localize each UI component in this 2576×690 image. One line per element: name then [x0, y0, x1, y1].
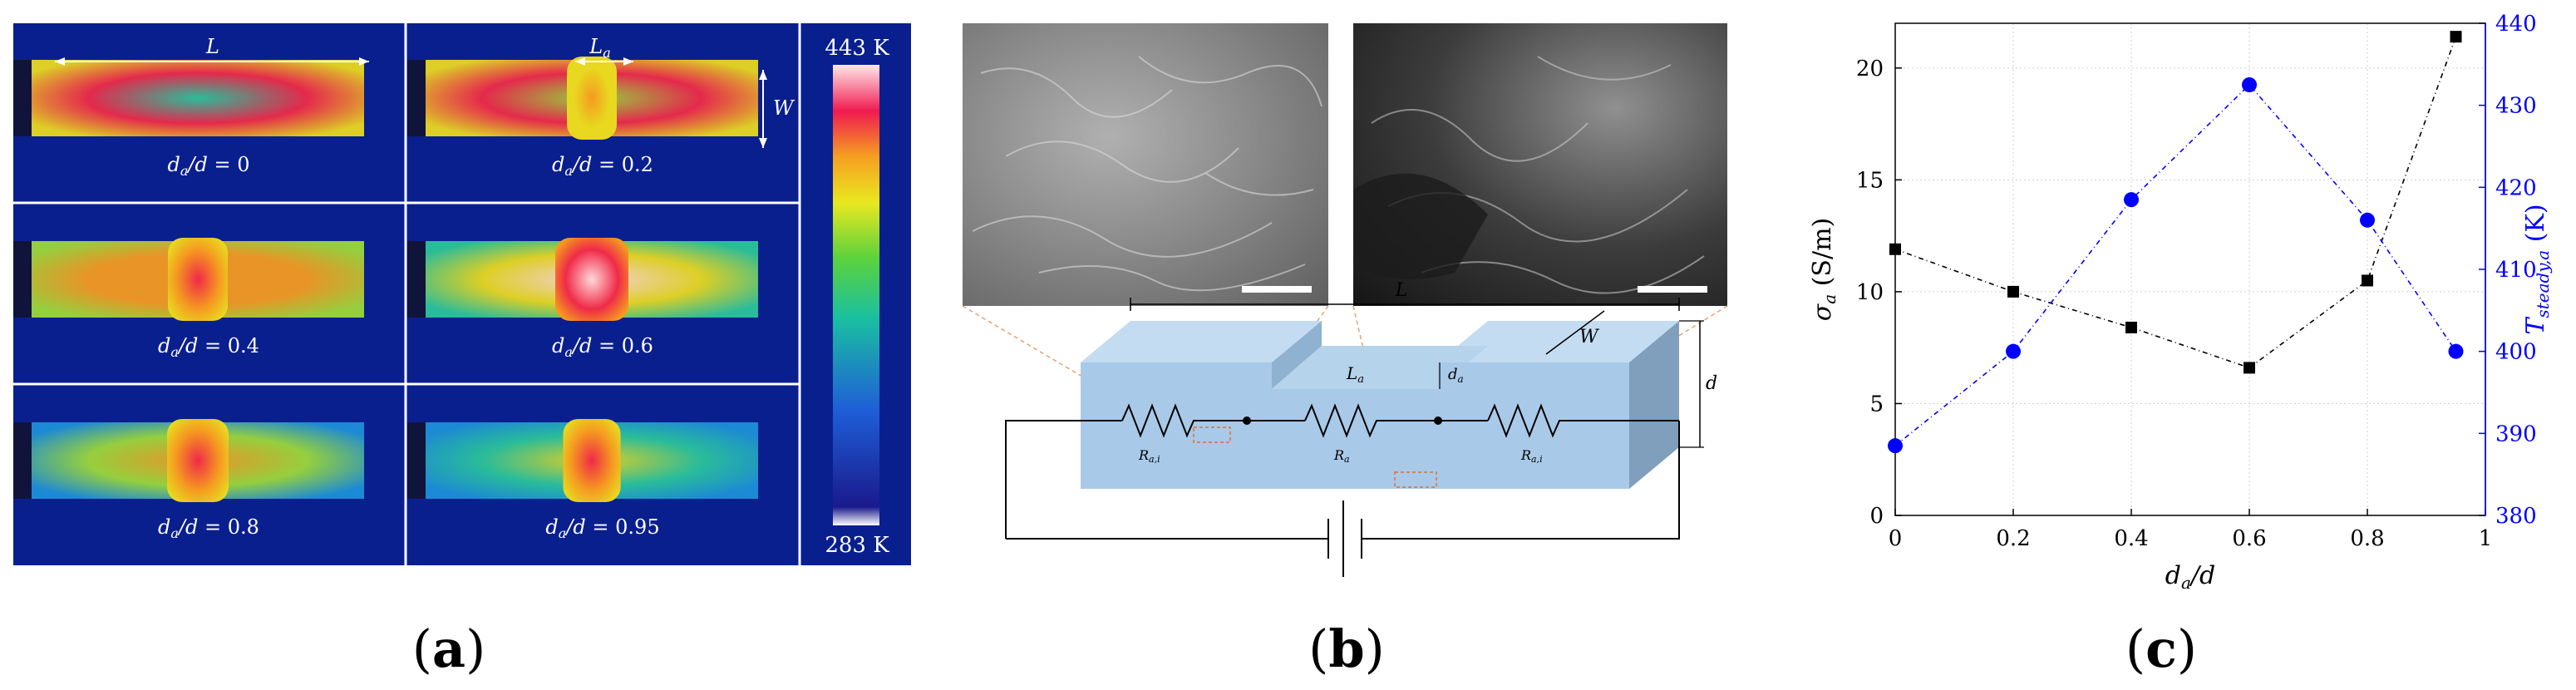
- resistor-label-1: Ra,i: [1138, 447, 1160, 465]
- x-tick-label: 1: [2479, 526, 2493, 551]
- y-right-tick-label: 390: [2495, 421, 2537, 446]
- x-tick-label: 0.6: [2232, 526, 2266, 551]
- x-tick-label: 0: [1889, 526, 1903, 551]
- thermal-label-W: W: [773, 96, 795, 120]
- y-right-tick-label: 440: [2495, 12, 2537, 37]
- thermal-tile-label: da/d = 0.2: [552, 153, 653, 179]
- schematic-W-line: [1545, 310, 1605, 355]
- node-2: [1434, 416, 1442, 425]
- y-left-tick-label: 15: [1856, 168, 1884, 193]
- sample-block: [1081, 321, 1679, 489]
- caption-b: (b): [1308, 619, 1385, 679]
- temperature-point: [2448, 343, 2464, 359]
- schematic-label-d: d: [1706, 373, 1717, 394]
- thermal-panel: da/d = 0 da/d = 0.2 da/d = 0.4 da/d = 0.6 da…: [13, 23, 911, 569]
- x-tick-label: 0.8: [2350, 526, 2384, 551]
- sigma-point: [1889, 243, 1901, 255]
- thermal-tile-label: da/d = 0.8: [158, 515, 259, 541]
- y-left-tick-label: 0: [1869, 504, 1884, 529]
- temperature-point: [1888, 438, 1903, 454]
- W-arrow-top: [759, 70, 767, 80]
- x-tick-label: 0.2: [1996, 526, 2030, 551]
- colorbar: [833, 65, 879, 525]
- thermal-figure: da/d = 0 da/d = 0.2 da/d = 0.4 da/d = 0.6 da…: [13, 23, 911, 565]
- resistor-label-3: Ra,i: [1520, 447, 1543, 465]
- temperature-point: [2006, 343, 2021, 359]
- schematic-label-La: La: [1346, 363, 1364, 386]
- x-axis-label: da/d: [2165, 561, 2215, 589]
- caption-a: (a): [411, 619, 486, 679]
- y-left-tick-label: 10: [1856, 280, 1884, 305]
- thermal-tile-label: da/d = 0.95: [545, 515, 659, 541]
- x-tick-label: 0.4: [2114, 526, 2148, 551]
- L-arrow-left: [55, 57, 65, 66]
- thermal-label-La: La: [589, 35, 610, 61]
- sem-image-right: [1353, 23, 1727, 306]
- region-box-active: [1394, 471, 1437, 488]
- La-arrow-right: [623, 57, 633, 66]
- colorbar-min: 283 K: [825, 533, 889, 558]
- schematic-figure: L La da W d Ra,i Ra Ra,i: [962, 23, 1728, 577]
- schematic-label-L: L: [1395, 280, 1408, 301]
- temperature-series-line: [1894, 83, 2457, 446]
- L-arrow-right: [359, 57, 369, 66]
- y-left-tick-label: 20: [1856, 57, 1884, 81]
- thermal-tile: da/d = 0.2: [407, 23, 798, 201]
- thermal-tile-label: da/d = 0.6: [552, 334, 653, 360]
- y-right-tick-label: 420: [2495, 175, 2537, 200]
- thermal-tile: da/d = 0.6: [407, 205, 798, 382]
- thermal-tile-label: da/d = 0.4: [158, 334, 259, 360]
- thermal-label-L: L: [205, 35, 219, 58]
- node-1: [1243, 416, 1251, 425]
- y-right-tick-label: 380: [2495, 504, 2537, 529]
- schematic-label-W: W: [1579, 327, 1600, 347]
- W-arrow-bottom: [759, 138, 767, 148]
- y-left-tick-label: 5: [1869, 392, 1884, 416]
- caption-c: (c): [2125, 619, 2198, 679]
- temperature-point: [2360, 212, 2375, 228]
- colorbar-max: 443 K: [825, 36, 889, 61]
- y-right-tick-label: 400: [2495, 340, 2537, 365]
- La-arrow-left: [575, 57, 585, 66]
- sigma-series-line: [1894, 36, 2457, 369]
- plot-area: [1895, 23, 2485, 515]
- sigma-point: [2450, 31, 2462, 43]
- thermal-tile: da/d = 0.8: [13, 386, 404, 564]
- schematic-panel: L La da W d Ra,i Ra Ra,i: [956, 23, 1737, 592]
- y-left-axis-label: σa (S/m): [1808, 218, 1840, 321]
- temperature-point: [2124, 192, 2139, 208]
- schematic-label-da: da: [1448, 366, 1464, 385]
- temperature-point: [2242, 77, 2257, 92]
- thermal-tile-label: da/d = 0: [167, 153, 249, 179]
- sem-image-left: [963, 23, 1328, 306]
- sigma-point: [2007, 285, 2019, 298]
- region-box-interface: [1193, 426, 1231, 443]
- sem-scale-bar-left: [1242, 286, 1312, 293]
- y-right-tick-label: 410: [2495, 258, 2537, 283]
- thermal-tile: da/d = 0.4: [13, 205, 404, 382]
- sigma-point: [2362, 274, 2373, 287]
- resistor-label-2: Ra: [1333, 447, 1350, 465]
- thermal-tile: da/d = 0.95: [407, 386, 798, 564]
- sigma-point: [2125, 321, 2137, 333]
- sigma-point: [2244, 362, 2255, 374]
- y-right-tick-label: 430: [2495, 94, 2537, 119]
- y-right-axis-label: Tsteady,a (K): [2521, 204, 2553, 334]
- circuit: [1005, 403, 1680, 577]
- thermal-tile: da/d = 0: [13, 23, 404, 201]
- sem-scale-bar-right: [1638, 286, 1707, 293]
